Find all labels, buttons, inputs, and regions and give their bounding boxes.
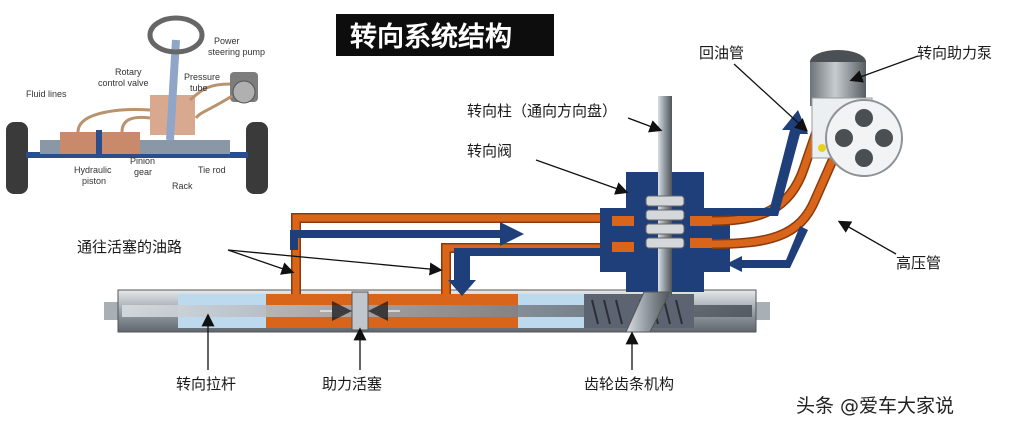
title-box — [336, 14, 554, 56]
flow-arrows — [290, 110, 808, 296]
power-piston — [351, 291, 369, 331]
watermark: 头条 @爱车大家说 — [796, 395, 954, 417]
inset-label-pinion-2: gear — [134, 167, 152, 177]
inset-left-wheel — [6, 122, 28, 194]
inset-label-pinion-1: Pinion — [130, 156, 155, 166]
inset-label-tube-2: tube — [190, 83, 208, 93]
inset-label-valve-2: control valve — [98, 78, 149, 88]
label-tie-rod: 转向拉杆 — [176, 375, 236, 393]
label-column: 转向柱（通向方向盘） — [467, 102, 617, 120]
inset-label-pump-1: Power — [214, 36, 240, 46]
flow-arrow-pressure — [742, 226, 808, 268]
inset-label-fluid-lines: Fluid lines — [26, 89, 67, 99]
label-rack-pinion: 齿轮齿条机构 — [584, 375, 674, 393]
inset-diagram: Power steering pump Rotary control valve… — [6, 15, 268, 194]
inset-tie-rod — [26, 152, 248, 158]
steering-pump — [810, 50, 903, 177]
label-pump: 转向助力泵 — [917, 44, 992, 62]
high-pressure-line — [711, 146, 842, 248]
inset-label-rack: Rack — [172, 181, 193, 191]
left-oil-line — [292, 214, 620, 294]
pump-pulley — [825, 99, 903, 177]
label-return-line: 回油管 — [699, 44, 744, 62]
inset-label-pump-2: steering pump — [208, 47, 265, 57]
leader-lines — [201, 55, 919, 370]
page-title: 转向系统结构 — [350, 21, 512, 53]
inset-column — [166, 39, 180, 141]
inset-label-tie-rod: Tie rod — [198, 165, 226, 175]
valve-spool — [645, 195, 685, 249]
inset-label-piston-2: piston — [82, 176, 106, 186]
flow-arrow-top — [290, 222, 524, 250]
valve-assembly — [600, 96, 730, 333]
label-piston: 助力活塞 — [322, 375, 382, 393]
label-high-pressure: 高压管 — [896, 254, 941, 272]
flow-arrow-return — [730, 110, 808, 216]
pinion-gear — [625, 291, 671, 333]
inset-piston — [96, 130, 102, 156]
inset-steering-wheel — [147, 15, 205, 55]
inset-pressure-tube — [189, 82, 231, 102]
flow-arrow-middle — [448, 248, 600, 296]
label-piston-lines: 通往活塞的油路 — [77, 238, 182, 256]
inset-label-tube-1: Pressure — [184, 72, 220, 82]
inset-label-valve-1: Rotary — [115, 67, 142, 77]
inset-fluid-line — [76, 108, 151, 133]
label-valve: 转向阀 — [467, 142, 512, 160]
rack-assembly — [104, 289, 770, 333]
inset-label-piston-1: Hydraulic — [74, 165, 112, 175]
inset-right-wheel — [246, 122, 268, 194]
